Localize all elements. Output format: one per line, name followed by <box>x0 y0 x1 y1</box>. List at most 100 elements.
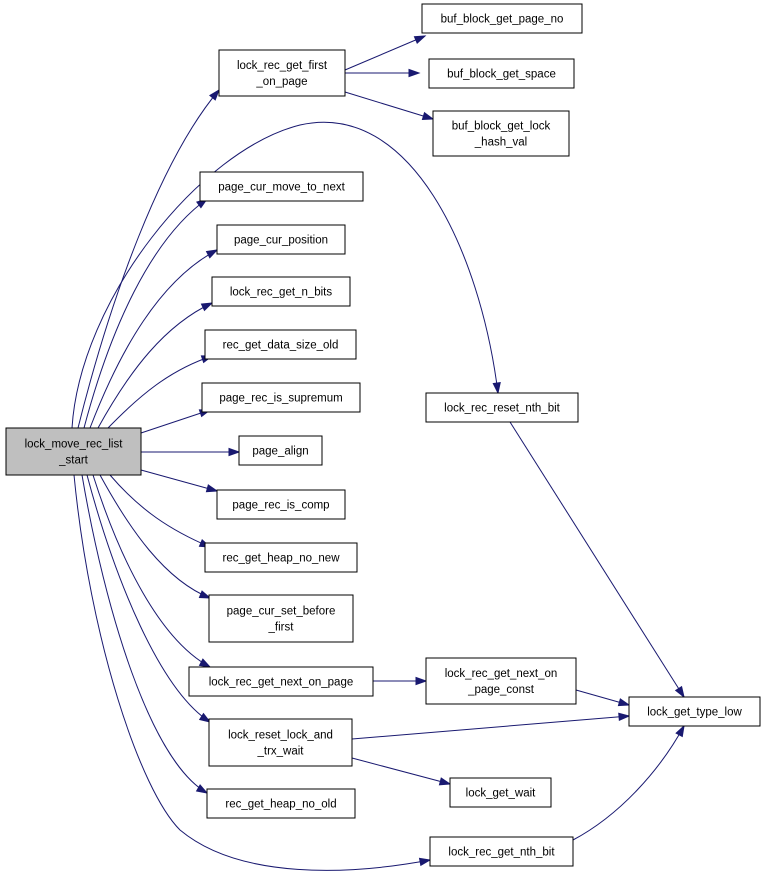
arrowhead <box>674 685 685 699</box>
edge-next_on_page_const-to-type_low <box>575 689 631 707</box>
edge-first_on_page-to-space <box>345 68 421 78</box>
node-box <box>208 594 354 643</box>
arrowhead <box>209 88 220 101</box>
node-box <box>218 49 346 97</box>
node-box <box>199 171 364 202</box>
edge-root-to-page_align <box>141 447 241 457</box>
node-label: page_align <box>252 446 308 458</box>
node-get-wait[interactable]: lock_get_wait <box>449 777 552 808</box>
node-box <box>628 696 761 727</box>
node-is-comp[interactable]: page_rec_is_comp <box>216 489 346 520</box>
node-label: _hash_val <box>474 137 527 149</box>
node-box <box>208 718 353 767</box>
node-box <box>206 788 356 819</box>
node-move-to-next[interactable]: page_cur_move_to_next <box>199 171 364 202</box>
node-cur-position[interactable]: page_cur_position <box>216 224 346 255</box>
node-label: buf_block_get_lock <box>452 121 551 133</box>
edge-root-to-is_comp <box>140 469 219 493</box>
arrowhead <box>421 111 435 120</box>
node-label: _first <box>268 622 295 634</box>
arrowhead <box>618 712 631 722</box>
node-box <box>432 110 570 157</box>
edge-first_on_page-to-page_no <box>344 35 427 71</box>
edge-root-to-get_nth_bit <box>73 474 432 871</box>
node-label: rec_get_heap_no_old <box>225 799 336 811</box>
node-label: page_cur_move_to_next <box>218 182 345 194</box>
node-next-on-page-const[interactable]: lock_rec_get_next_on_page_const <box>425 657 577 705</box>
edge-root-to-next_on_page <box>92 474 212 668</box>
node-label: rec_get_heap_no_new <box>222 553 340 565</box>
edge-root-to-data_size_old <box>107 355 214 429</box>
node-box <box>5 427 142 476</box>
arrowhead <box>205 249 219 259</box>
edge-root-to-is_supremum <box>140 409 212 434</box>
node-label: page_cur_position <box>234 235 328 247</box>
nodes-layer: lock_move_rec_list_start lock_rec_get_fir… <box>5 3 761 867</box>
node-lock-hash[interactable]: buf_block_get_lock _hash_val <box>432 110 570 157</box>
node-box <box>428 58 575 89</box>
node-page-align[interactable]: page_align <box>238 435 323 466</box>
edge-reset_lock-to-get_wait <box>351 757 452 786</box>
node-box <box>201 382 361 413</box>
arrowhead <box>200 302 214 312</box>
edge-first_on_page-to-lock_hash <box>344 91 435 120</box>
node-label: lock_rec_reset_nth_bit <box>444 403 561 415</box>
edge-next_on_page-to-next_on_page_const <box>373 676 428 686</box>
node-get-nth-bit[interactable]: lock_rec_get_nth_bit <box>429 836 574 867</box>
node-box <box>421 3 583 34</box>
node-box <box>425 657 577 705</box>
node-label: page_rec_is_comp <box>232 500 329 512</box>
node-type-low[interactable]: lock_get_type_low <box>628 696 761 727</box>
arrowhead <box>617 698 631 707</box>
node-label: lock_rec_get_n_bits <box>230 287 333 299</box>
arrowhead <box>492 382 501 395</box>
node-box <box>216 224 346 255</box>
node-is-supremum[interactable]: page_rec_is_supremum <box>201 382 361 413</box>
node-box <box>449 777 552 808</box>
node-reset-lock[interactable]: lock_reset_lock_and _trx_wait <box>208 718 353 767</box>
arrowhead <box>438 777 452 786</box>
node-first-on-page[interactable]: lock_rec_get_first_on_page <box>218 49 346 97</box>
node-root[interactable]: lock_move_rec_list_start <box>5 427 142 476</box>
arrowhead <box>198 590 212 599</box>
node-reset-nth-bit[interactable]: lock_rec_reset_nth_bit <box>425 392 579 423</box>
arrowhead <box>418 857 432 867</box>
edge-root-to-reset_nth_bit <box>71 121 501 429</box>
edge-reset_nth_bit-to-type_low <box>509 421 685 699</box>
node-label: _trx_wait <box>256 746 304 758</box>
node-next-on-page[interactable]: lock_rec_get_next_on_page <box>188 666 374 697</box>
node-label: _page_const <box>467 684 535 696</box>
arrowhead <box>195 784 209 794</box>
node-label: lock_get_type_low <box>647 707 742 719</box>
node-box <box>429 836 574 867</box>
node-label: lock_rec_get_next_on_page <box>209 677 354 689</box>
node-heap-no-old[interactable]: rec_get_heap_no_old <box>206 788 356 819</box>
arrowhead <box>198 658 212 668</box>
node-label: lock_move_rec_list <box>25 439 124 451</box>
node-label: buf_block_get_page_no <box>441 14 564 26</box>
edge-root-to-n_bits <box>97 302 214 429</box>
node-n-bits[interactable]: lock_rec_get_n_bits <box>211 276 351 307</box>
node-label: lock_reset_lock_and <box>228 730 333 742</box>
edge-reset_lock-to-type_low <box>351 712 631 740</box>
edge-root-to-first_on_page <box>77 88 220 429</box>
arrowhead <box>413 35 427 44</box>
edge-root-to-reset_lock <box>86 474 212 723</box>
node-heap-no-new[interactable]: rec_get_heap_no_new <box>204 542 358 573</box>
node-data-size-old[interactable]: rec_get_data_size_old <box>204 329 357 360</box>
edge-root-to-cur_position <box>89 249 219 429</box>
node-box <box>425 392 579 423</box>
node-label: page_cur_set_before <box>227 606 336 618</box>
arrowhead <box>415 676 428 686</box>
arrowhead <box>675 724 685 738</box>
node-label: lock_rec_get_nth_bit <box>448 847 555 859</box>
edge-root-to-heap_no_new <box>109 474 212 548</box>
node-set-before-first[interactable]: page_cur_set_before _first <box>208 594 354 643</box>
node-space[interactable]: buf_block_get_space <box>428 58 575 89</box>
node-box <box>211 276 351 307</box>
node-label: rec_get_data_size_old <box>223 340 339 352</box>
arrowhead <box>228 447 241 457</box>
node-page-no[interactable]: buf_block_get_page_no <box>421 3 583 34</box>
edge-get_nth_bit-to-type_low <box>572 724 685 841</box>
